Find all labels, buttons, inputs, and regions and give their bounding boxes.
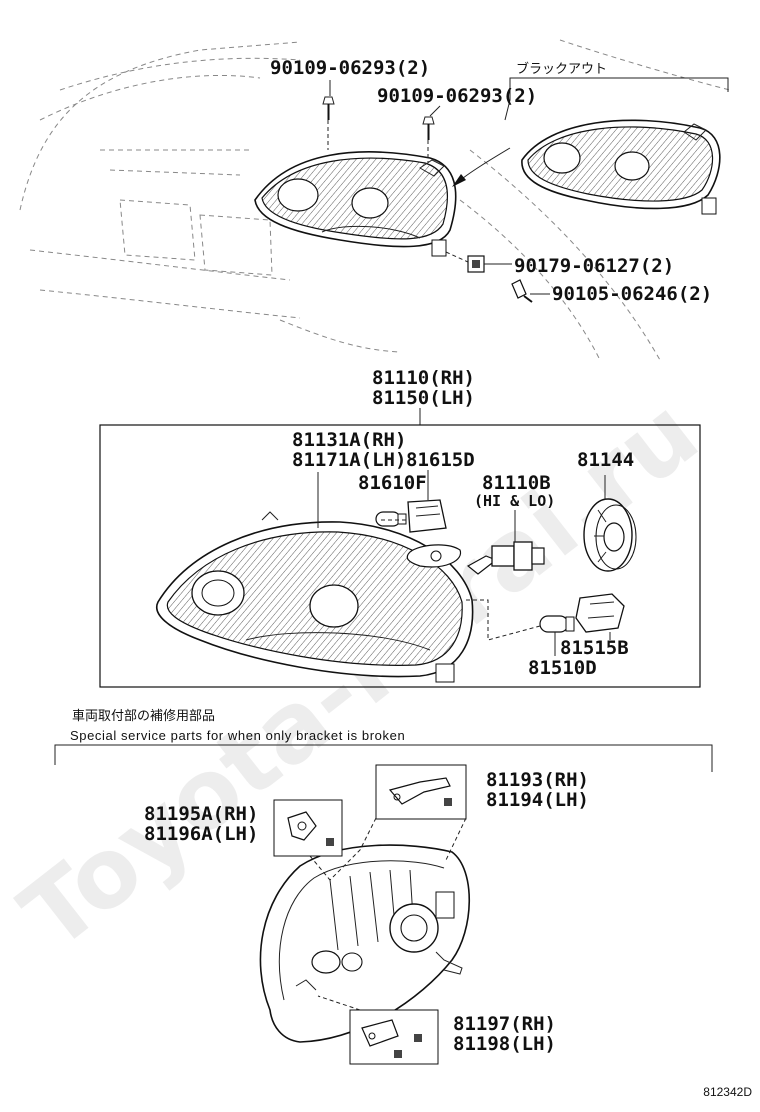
wedge-bulb-icon (539, 615, 575, 656)
label-bulb-b: 81110B (482, 472, 551, 494)
label-bracket-98: 81198(LH) (453, 1033, 556, 1055)
label-nut: 90179-06127(2) (514, 255, 674, 277)
blackout-arrow (457, 147, 511, 183)
label-bulb-b-note: (HI & LO) (474, 492, 555, 510)
label-bolt-a: 90109-06293(2) (270, 57, 430, 79)
note-jp: 車両取付部の補修用部品 (72, 709, 215, 724)
gasket-plate-icon (406, 544, 462, 568)
bracket-97-icon (361, 1019, 422, 1058)
dust-cover-icon (583, 475, 637, 572)
label-bolt-b: 90109-06293(2) (377, 85, 537, 107)
label-screw: 90105-06246(2) (552, 283, 712, 305)
bracket-93-icon (388, 777, 452, 806)
label-bulb-f: 81610F (358, 472, 427, 494)
label-blackout: ブラックアウト (516, 61, 607, 77)
label-bulb-d: 81510D (528, 657, 597, 679)
label-assy-rh: 81110(RH) (372, 367, 475, 389)
headlamp-unit (156, 511, 474, 683)
bracket-95-icon (287, 811, 334, 846)
label-assy-lh: 81150(LH) (372, 387, 475, 409)
screw-icon (511, 279, 550, 303)
bolt-icon-b (422, 105, 441, 162)
socket-d-icon (407, 470, 447, 533)
vehicle-front-ghost (19, 39, 731, 361)
assembly-frame (99, 424, 701, 688)
diagram-code: 812342D (703, 1085, 752, 1099)
label-bracket-96: 81196A(LH) (144, 823, 258, 845)
headlamp-rear-view (259, 844, 471, 1043)
label-bracket-94: 81194(LH) (486, 789, 589, 811)
socket-b-icon (575, 593, 625, 640)
label-bracket-93: 81193(RH) (486, 769, 589, 791)
blackout-bracket-line (509, 77, 729, 92)
headlamp-installed (254, 151, 457, 257)
label-cover: 81144 (577, 449, 634, 471)
label-bracket-97: 81197(RH) (453, 1013, 556, 1035)
label-socket-d: 81615D (406, 449, 475, 471)
service-parts-bracket (54, 744, 713, 772)
label-unit-rh: 81131A(RH) (292, 429, 406, 451)
label-socket-b: 81515B (560, 637, 629, 659)
label-unit-lh: 81171A(LH) (292, 449, 406, 471)
bolt-icon (322, 80, 335, 150)
nut-icon (445, 251, 512, 273)
label-bracket-95: 81195A(RH) (144, 803, 258, 825)
headlamp-blackout-variant (521, 119, 721, 215)
bulb-small-icon (375, 511, 407, 527)
halogen-bulb-icon (466, 510, 545, 575)
note-en: Special service parts for when only brac… (70, 728, 405, 743)
